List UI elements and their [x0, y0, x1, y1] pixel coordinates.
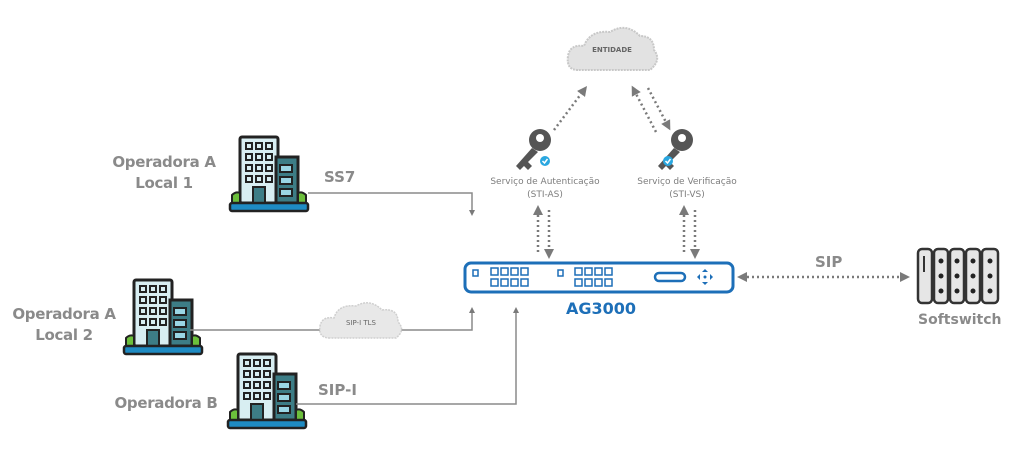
sip-i-tls-link — [190, 307, 475, 331]
building-icon-operadora-a-local1 — [228, 135, 310, 213]
ss7-link — [308, 192, 475, 216]
sip-i-label: SIP-I — [318, 381, 357, 399]
authentication-service-label: Serviço de Autenticação (STI-AS) — [470, 176, 620, 202]
entidade-label: ENTIDADE — [592, 46, 632, 54]
key-icon-verification — [658, 129, 693, 170]
entidade-cloud — [566, 26, 659, 71]
verification-service-label: Serviço de Verificação (STI-VS) — [612, 176, 762, 202]
operator-name: Operadora A — [112, 153, 216, 171]
ss7-label: SS7 — [324, 168, 356, 186]
service-acronym: (STI-AS) — [527, 190, 563, 200]
check-icon-auth — [540, 156, 550, 166]
operator-label-b: Operadora B — [110, 393, 222, 414]
sip-i-link — [296, 307, 519, 405]
ag3000-label: AG3000 — [566, 299, 637, 318]
operator-location: Local 2 — [35, 326, 93, 344]
service-name: Serviço de Autenticação — [490, 177, 600, 187]
entity-to-verification-link — [646, 87, 671, 131]
operator-location: Local 1 — [135, 174, 193, 192]
verification-from-entity-link — [631, 85, 658, 133]
ag3000-device — [463, 261, 735, 294]
operator-name: Operadora B — [114, 394, 218, 412]
operator-name: Operadora A — [12, 305, 116, 323]
service-name: Serviço de Verificação — [637, 177, 737, 187]
auth-to-entity-link — [553, 86, 587, 131]
service-acronym: (STI-VS) — [669, 190, 705, 200]
building-icon-operadora-b — [226, 352, 308, 430]
sip-label: SIP — [815, 253, 843, 271]
softswitch-icon — [916, 247, 1000, 305]
building-icon-operadora-a-local2 — [122, 278, 204, 356]
check-icon-verification — [663, 156, 673, 166]
sip-i-tls-cloud — [318, 302, 403, 339]
softswitch-label: Softswitch — [918, 312, 1002, 328]
sip-i-tls-label: SIP-I TLS — [345, 319, 376, 327]
operator-label-a-local2: Operadora A Local 2 — [8, 304, 120, 346]
operator-label-a-local1: Operadora A Local 1 — [108, 152, 220, 194]
